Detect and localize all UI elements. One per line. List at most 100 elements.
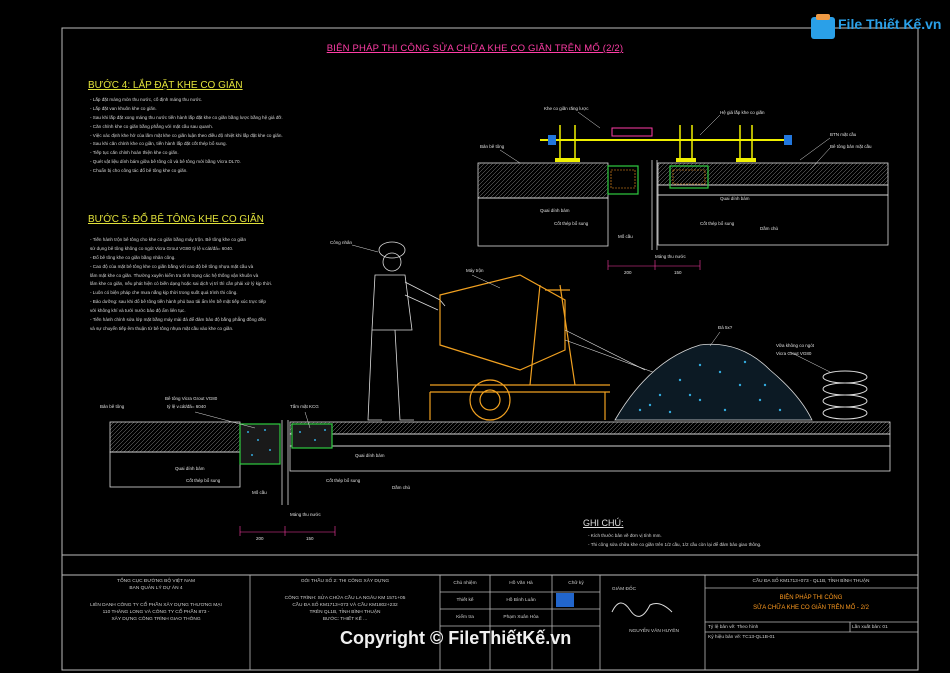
- tb-lan: Lần xuất bản: 01: [852, 625, 888, 630]
- list-item: lấm khe co giãn, nếu phát hiện có biến d…: [90, 281, 273, 287]
- dim-150-upper: 150: [674, 270, 682, 275]
- title-block-grid: [249, 575, 918, 670]
- signature-mark: [611, 602, 673, 617]
- list-item: - Tiến hành chỉnh sửa lớp mặt bằng máy m…: [90, 317, 266, 323]
- list-item: với không khí và tưới nước bảo độ ẩm liê…: [90, 308, 186, 314]
- upper-joint-detail: [477, 111, 889, 270]
- dim-200-lower: 200: [256, 536, 264, 541]
- tb-role-2: Kiểm tra: [456, 615, 474, 620]
- label-may-tron: Máy trộn: [466, 268, 484, 273]
- tb-ky-hieu: Ký hiệu bản vẽ: TC13-QL1B-01: [708, 635, 775, 640]
- tb-org-2: BAN QUẢN LÝ DỰ ÁN 4: [129, 586, 183, 591]
- label-ban-mat: Bê tông bản mặt cầu: [830, 144, 872, 149]
- worker-figure: [367, 241, 446, 421]
- label-cot-lower-2: Cốt thép bổ sung: [326, 478, 361, 483]
- step4-list: - Lắp đặt máng mòn thu nước, cố định mán…: [90, 96, 283, 176]
- list-item: - Kích thước bản vẽ đơn vị tính mm.: [588, 533, 662, 538]
- step5-list: - Tiến hành trộn bê tông cho khe co giãn…: [90, 236, 272, 334]
- tb-role-1: Thiết kế: [456, 598, 474, 603]
- tb-org-1: TỔNG CỤC ĐƯỜNG BỘ VIỆT NAM: [117, 579, 195, 584]
- label-ban-be-tong-lower: Bản bê tông: [100, 404, 125, 409]
- label-vua: Vữa không co ngót: [776, 343, 815, 348]
- label-ty-le: tỷ lệ v.cát/đá= 6040: [167, 404, 206, 409]
- label-vicra: Bê tông Vicra Grout VG80: [165, 396, 218, 401]
- label-mang: Máng thu nước: [655, 254, 686, 259]
- label-ban-be-tong: Bản bê tông: [480, 144, 505, 149]
- page-title: BIỆN PHÁP THI CÔNG SỬA CHỮA KHE CO GIÃN …: [326, 43, 624, 54]
- list-item: - Căn chỉnh khe co giãn bằng phẳng với m…: [90, 123, 214, 129]
- list-item: lấm mặt khe co giãn. Thường xuyên kiểm t…: [90, 272, 259, 278]
- label-tam-mat: Tấm mặt KCG: [290, 404, 319, 409]
- list-item: - Chuẩn bị cho công tác đổ bê tông khe c…: [90, 168, 188, 174]
- step5-heading: BƯỚC 5: ĐỔ BÊ TÔNG KHE CO GIÃN: [88, 214, 264, 225]
- label-dam-lower: Dầm chủ: [392, 485, 411, 490]
- step4-heading: BƯỚC 4: LẮP ĐẶT KHE CO GIÃN: [88, 80, 243, 91]
- tb-org-4: 110 THĂNG LONG VÀ CÔNG TY CỔ PHẦN 873 -: [102, 610, 210, 615]
- list-item: - Sau khi lắp đặt xong máng thu nước tiế…: [90, 114, 283, 120]
- label-gia-do: Hệ giá lắp khe co giãn: [720, 110, 765, 115]
- notes-list: - Kích thước bản vẽ đơn vị tính mm. - Th…: [588, 532, 761, 550]
- tb-cau: CẦU ĐA SỐ KM1713+073 - QL1B, TỈNH BÌNH T…: [752, 579, 870, 584]
- list-item: - Luôn có biện pháp che mưa nắng kịp thờ…: [90, 290, 238, 296]
- tb-giam-doc: GIÁM ĐỐC: [611, 587, 637, 592]
- lower-pour-detail: [109, 241, 891, 536]
- tb-cong-trinh-1: CÔNG TRÌNH: SỬA CHỮA CẦU LA NGÂU KM 1571…: [284, 596, 406, 601]
- list-item: - Thi công sửa chữa khe co giãn trên 1/2…: [588, 541, 762, 547]
- label-vua2: Vicra Grout VG80: [776, 351, 812, 356]
- label-quai-lower-2: Quai dính bám: [355, 453, 385, 458]
- tb-name-2: Phạm Xuân Hòa: [503, 615, 539, 620]
- notes-heading: GHI CHÚ:: [583, 518, 624, 528]
- copyright-watermark: Copyright © FileThiếtKế.vn: [340, 628, 572, 648]
- dim-200-upper: 200: [624, 270, 632, 275]
- tb-org-5: XÂY DỰNG CÔNG TRÌNH GIAO THÔNG: [111, 617, 201, 622]
- label-quai-lower-1: Quai dính bám: [175, 466, 205, 471]
- label-khe: Khe co giãn răng lược: [544, 106, 589, 111]
- tb-gd-name: NGUYỄN VĂN HUYÊN: [629, 629, 679, 634]
- site-logo[interactable]: [808, 12, 920, 42]
- tb-col2: GÓI THẦU SỐ 2: THI CÔNG XÂY DỰNG CÔNG TR…: [254, 578, 436, 623]
- grout-bags: [822, 370, 868, 420]
- company-logo-mark: [556, 593, 574, 607]
- tb-drawing-title-1: BIỆN PHÁP THI CÔNG: [779, 595, 843, 601]
- label-quai-1: Quai dính bám: [540, 208, 570, 213]
- list-item: - Tiến hành trộn bê tông cho khe co giãn…: [90, 237, 247, 242]
- tb-goi-thau: GÓI THẦU SỐ 2: THI CÔNG XÂY DỰNG: [300, 579, 390, 584]
- label-mo-lower: Mố cầu: [252, 490, 267, 495]
- list-item: - Bảo dưỡng: sau khi đổ bê tông tiến hàn…: [90, 299, 266, 305]
- label-cong-nhan: Công nhân: [330, 240, 353, 245]
- label-cot-2: Cốt thép bổ sung: [700, 221, 735, 226]
- list-item: - Quét vật liệu dính bám giữa bê tông cũ…: [90, 159, 241, 165]
- list-item: và sự chuyển tiếp êm thuận từ bê tông nh…: [90, 325, 234, 331]
- list-item: - Tiếp tục căn chỉnh hoàn thiện khe co g…: [90, 150, 179, 156]
- tb-drawing-title-2: SỬA CHỮA KHE CO GIÃN TRÊN MỐ - 2/2: [753, 605, 869, 611]
- logo-text: File Thiết Kế.vn: [838, 16, 942, 32]
- label-da: Đá 5x?: [718, 325, 733, 330]
- list-item: - Lắp đặt máng mòn thu nước, cố định mán…: [90, 97, 203, 102]
- label-cot-1: Cốt thép bổ sung: [554, 221, 589, 226]
- mixer-figure: [429, 274, 610, 421]
- tb-col1: TỔNG CỤC ĐƯỜNG BỘ VIỆT NAM BAN QUẢN LÝ D…: [66, 578, 246, 623]
- list-item: sử dụng bê tông không co ngót Vicra Grou…: [90, 245, 234, 251]
- list-item: - Sau khi căn chỉnh khe co giãn, tiến hà…: [90, 141, 227, 147]
- tb-ty-le: Tỷ lệ bản vẽ: Theo hình: [708, 625, 759, 630]
- list-item: - Việc xác định khe hở của lấm mặt khe c…: [90, 132, 283, 138]
- label-mang-lower: Máng thu nước: [290, 512, 321, 517]
- list-item: - Cao độ của mặt bê tông khe co giãn bằn…: [90, 263, 254, 269]
- tb-role-0: Chủ nhiệm: [453, 581, 477, 586]
- logo-icon: [811, 14, 835, 39]
- label-quai-2: Quai dính bám: [720, 196, 750, 201]
- dim-150-lower: 150: [306, 536, 314, 541]
- tb-org-3: LIÊN DANH CÔNG TY CỔ PHẦN XÂY DỰNG THƯƠN…: [90, 603, 222, 608]
- tb-cong-trinh-2: CẦU ĐA SỐ KM1713+073 VÀ CẦU KM1802+232: [292, 603, 398, 608]
- label-mo-cau: Mố cầu: [618, 234, 633, 239]
- tb-name-1: Hồ Bình Luân: [506, 598, 536, 603]
- list-item: - Lắp đặt van khuôn khe co giãn.: [90, 105, 157, 111]
- list-item: - Đổ bê tông khe co giãn bằng nhân công.: [90, 254, 176, 260]
- tb-name-0: Hồ Văn Hà: [509, 581, 533, 586]
- label-btn: BTN mặt cầu: [830, 132, 857, 137]
- tb-cong-trinh-3: TRÊN QL1B, TỈNH BÌNH THUẬN: [309, 610, 381, 615]
- gravel-dots: [638, 360, 782, 414]
- tb-buoc: BƯỚC: THIẾT KẾ ...: [322, 617, 368, 622]
- label-cot-lower-1: Cốt thép bổ sung: [186, 478, 221, 483]
